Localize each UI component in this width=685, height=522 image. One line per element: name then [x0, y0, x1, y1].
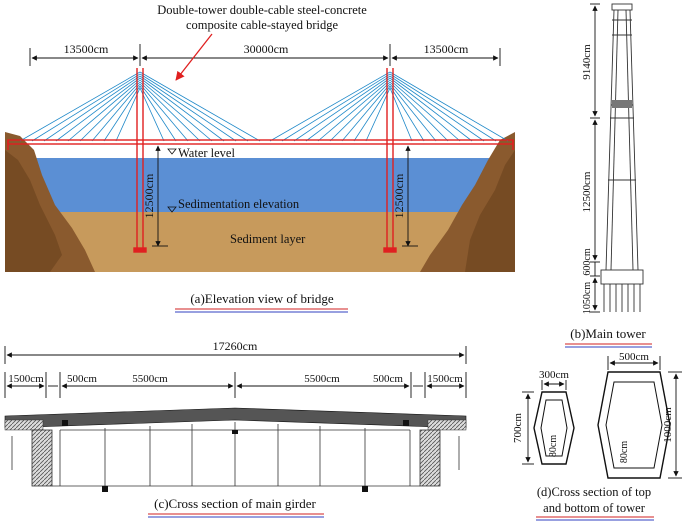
girder-seg-5: 500cm: [373, 373, 403, 385]
top-wall-label: 80cm: [548, 435, 559, 457]
girder-seg-4: 5500cm: [304, 373, 340, 385]
water-level-marker: [167, 148, 177, 155]
girder-total-label: 17260cm: [213, 339, 258, 353]
girder-frame: [11, 422, 460, 487]
cables-left: [19, 71, 261, 142]
girder-seg-6: 1500cm: [427, 373, 463, 385]
caption-c: (c)Cross section of main girder: [154, 496, 316, 511]
caption-a: (a)Elevation view of bridge: [190, 291, 334, 306]
top-section-inner: [540, 399, 568, 457]
girder-deck-slab: [4, 407, 467, 429]
caption-d-line2: and bottom of tower: [543, 501, 646, 515]
span-main-label: 30000cm: [244, 42, 289, 56]
sediment-layer-label: Sediment layer: [230, 232, 306, 246]
tower-dim-600: 600cm: [582, 248, 593, 275]
bottom-height-label: 1000cm: [662, 407, 674, 443]
tower-dim-1050: 1050cm: [582, 282, 593, 314]
tower-dim-mid: 12500cm: [581, 171, 593, 212]
girder-seg-3: 5500cm: [132, 373, 168, 385]
top-width-label: 300cm: [539, 369, 569, 381]
main-tower-view: 9140cm 12500cm 600cm 1050cm (b)Main towe…: [565, 3, 652, 348]
sedimentation-marker: [167, 206, 177, 213]
water-body: [5, 158, 515, 212]
cables-right: [269, 71, 509, 142]
caption-d-line1: (d)Cross section of top: [537, 485, 651, 499]
girder-seg-2: 500cm: [67, 373, 97, 385]
tower-section-view: 300cm 700cm 80cm 500cm 1000cm 80cm (d)Cr…: [512, 351, 682, 521]
top-height-label: 700cm: [512, 413, 524, 443]
span-left-label: 13500cm: [64, 42, 109, 56]
bottom-section-outer: [597, 371, 671, 479]
tower-dim-top: 9140cm: [581, 44, 593, 80]
title-arrow: [175, 33, 213, 81]
elevation-view: 13500cm 30000cm 13500cm Double-tower dou…: [5, 3, 515, 313]
girder-section-view: 17260cm 1500cm 500cm 5500cm 5500cm 500cm…: [4, 339, 467, 518]
span-right-label: 13500cm: [424, 42, 469, 56]
bottom-section-inner: [605, 381, 663, 469]
span-dimensions: [29, 44, 501, 66]
bridge-title: Double-tower double-cable steel-concrete: [157, 3, 367, 17]
top-section-outer: [533, 391, 575, 465]
bottom-width-label: 500cm: [619, 351, 649, 363]
height-dimensions: [152, 145, 418, 247]
bottom-wall-label: 80cm: [619, 441, 630, 463]
height-right-label: 12500cm: [392, 173, 406, 218]
tower-dimensions: [590, 3, 600, 313]
right-tower: [383, 68, 397, 253]
sedimentation-label: Sedimentation elevation: [178, 197, 300, 211]
height-left-label: 12500cm: [142, 173, 156, 218]
left-tower: [133, 68, 147, 253]
caption-b: (b)Main tower: [570, 326, 646, 341]
girder-seg-1: 1500cm: [8, 373, 44, 385]
bridge-title-line2: composite cable-stayed bridge: [186, 18, 338, 32]
water-level-label: Water level: [178, 146, 235, 160]
bridge-deck: [7, 139, 514, 145]
